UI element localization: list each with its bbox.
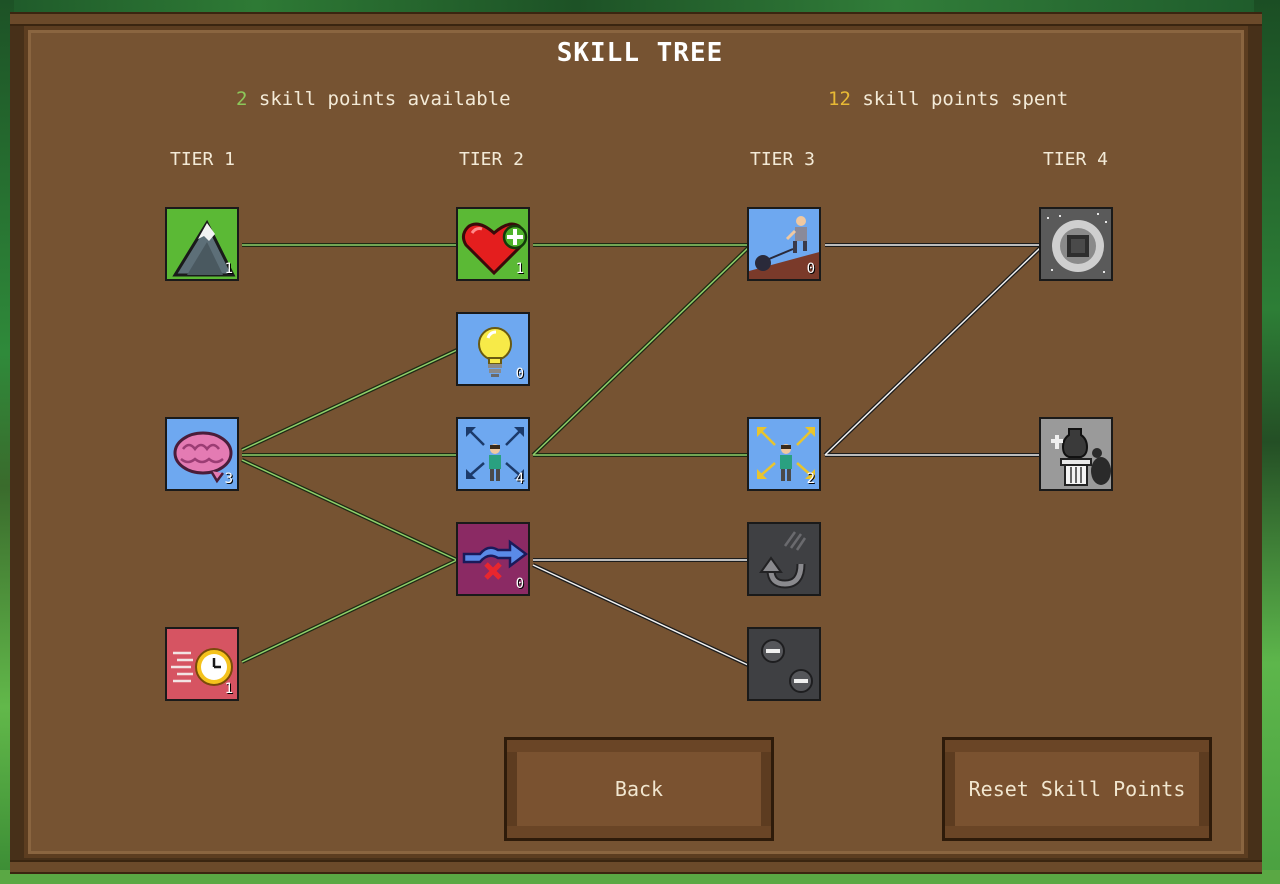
available-points-value: 2 xyxy=(236,88,248,110)
reset-skill-points-button[interactable]: Reset Skill Points xyxy=(942,737,1212,841)
back-button[interactable]: Back xyxy=(504,737,774,841)
character-yellow-arrows-icon xyxy=(757,427,815,481)
speed-clock-icon xyxy=(171,648,233,686)
stone-portal-icon xyxy=(1047,213,1107,273)
tier-4-label: TIER 4 xyxy=(1043,149,1109,170)
skill-minus-orbs[interactable] xyxy=(747,627,821,701)
spent-points-label: skill points spent xyxy=(850,88,1069,110)
tier-3-label: TIER 3 xyxy=(750,149,816,170)
skill-lightbulb[interactable]: 0 xyxy=(456,312,530,386)
brain-icon xyxy=(173,431,233,484)
spent-points-value: 12 xyxy=(828,88,851,110)
board-rail-bottom xyxy=(10,860,1262,874)
skill-dodge[interactable]: 0 xyxy=(456,522,530,596)
vase-pedestal-icon xyxy=(1051,428,1111,486)
dodge-arrow-icon xyxy=(462,539,528,580)
mountain-icon xyxy=(172,219,236,277)
skill-count: 1 xyxy=(224,681,233,697)
skill-count: 1 xyxy=(515,261,524,277)
tier-1-label: TIER 1 xyxy=(170,149,236,170)
character-arrows-icon xyxy=(466,427,524,481)
skill-brain[interactable]: 3 xyxy=(165,417,239,491)
skill-speed-clock[interactable]: 1 xyxy=(165,627,239,701)
tier-2-label: TIER 2 xyxy=(459,149,525,170)
heart-plus-icon xyxy=(461,222,528,276)
minus-orbs-icon xyxy=(761,639,813,693)
available-points-label: skill points available xyxy=(247,88,511,110)
skill-count: 2 xyxy=(806,471,815,487)
skill-character-arrows[interactable]: 4 xyxy=(456,417,530,491)
skill-return[interactable] xyxy=(747,522,821,596)
ball-and-chain-icon xyxy=(749,216,819,279)
lightbulb-icon xyxy=(478,327,512,377)
skill-ball-and-chain[interactable]: 0 xyxy=(747,207,821,281)
skill-vase-pedestal[interactable] xyxy=(1039,417,1113,491)
skill-count: 1 xyxy=(224,261,233,277)
skill-points-spent: 12 skill points spent xyxy=(828,88,1068,110)
board-rail-top xyxy=(10,12,1262,26)
skill-count: 0 xyxy=(806,261,815,277)
skill-character-yellow-arrows[interactable]: 2 xyxy=(747,417,821,491)
skill-count: 4 xyxy=(515,471,524,487)
skill-mountain[interactable]: 1 xyxy=(165,207,239,281)
skill-heart[interactable]: 1 xyxy=(456,207,530,281)
skill-count: 0 xyxy=(515,366,524,382)
skill-stone-portal[interactable] xyxy=(1039,207,1113,281)
skill-points-available: 2 skill points available xyxy=(236,88,511,110)
skill-count: 0 xyxy=(515,576,524,592)
skill-count: 3 xyxy=(224,471,233,487)
page-title: SKILL TREE xyxy=(556,38,724,68)
return-arrow-icon xyxy=(759,531,807,589)
